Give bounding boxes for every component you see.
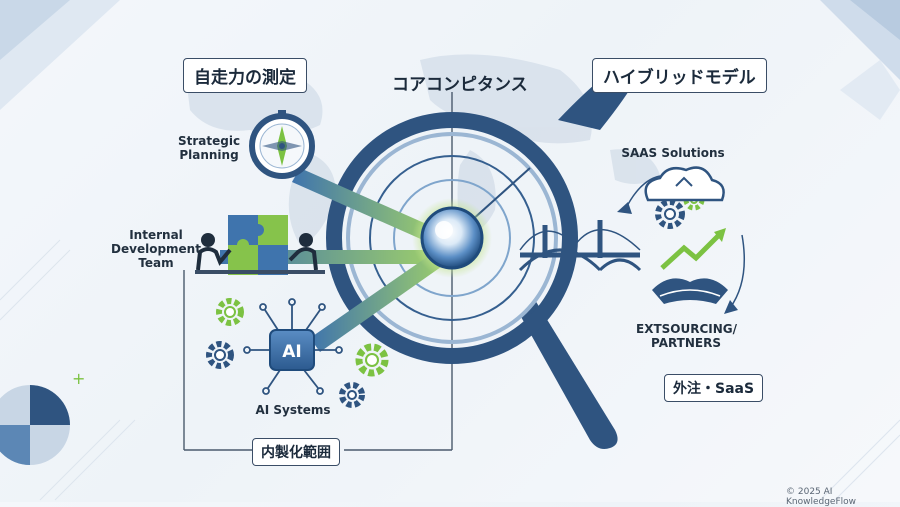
hybrid-model-label: ハイブリッドモデル: [592, 58, 767, 93]
outsource-saas-label: 外注・SaaS: [664, 374, 764, 402]
core-orb: [412, 198, 492, 278]
internal-team-label: Internal Development Team: [111, 228, 201, 270]
inhouse-scope-label: 内製化範囲: [252, 438, 340, 466]
ai-systems-icon: [243, 298, 343, 395]
bridge-icon: [518, 220, 642, 272]
growth-chart-icon: [660, 228, 726, 270]
copyright-text: © 2025 AI KnowledgeFlow: [786, 487, 857, 507]
compass-icon: [249, 110, 315, 179]
self-drive-label: 自走力の測定: [183, 58, 307, 93]
ai-systems-label: AI Systems: [255, 403, 331, 417]
saas-solutions-label: SAAS Solutions: [621, 146, 725, 160]
handshake-icon: [652, 278, 728, 304]
ai-chip-label: AI: [282, 342, 301, 362]
cycle-arrows: [617, 175, 745, 314]
outsourcing-partners-label: EXTSOURCING/ PARTNERS: [636, 322, 738, 350]
cloud-icon: [644, 166, 725, 202]
svg-text:+: +: [72, 369, 85, 388]
core-competence-label: コアコンピタンス: [392, 75, 528, 95]
strategic-planning-label: Strategic Planning: [178, 134, 241, 162]
team-puzzle-icon: [195, 215, 325, 275]
